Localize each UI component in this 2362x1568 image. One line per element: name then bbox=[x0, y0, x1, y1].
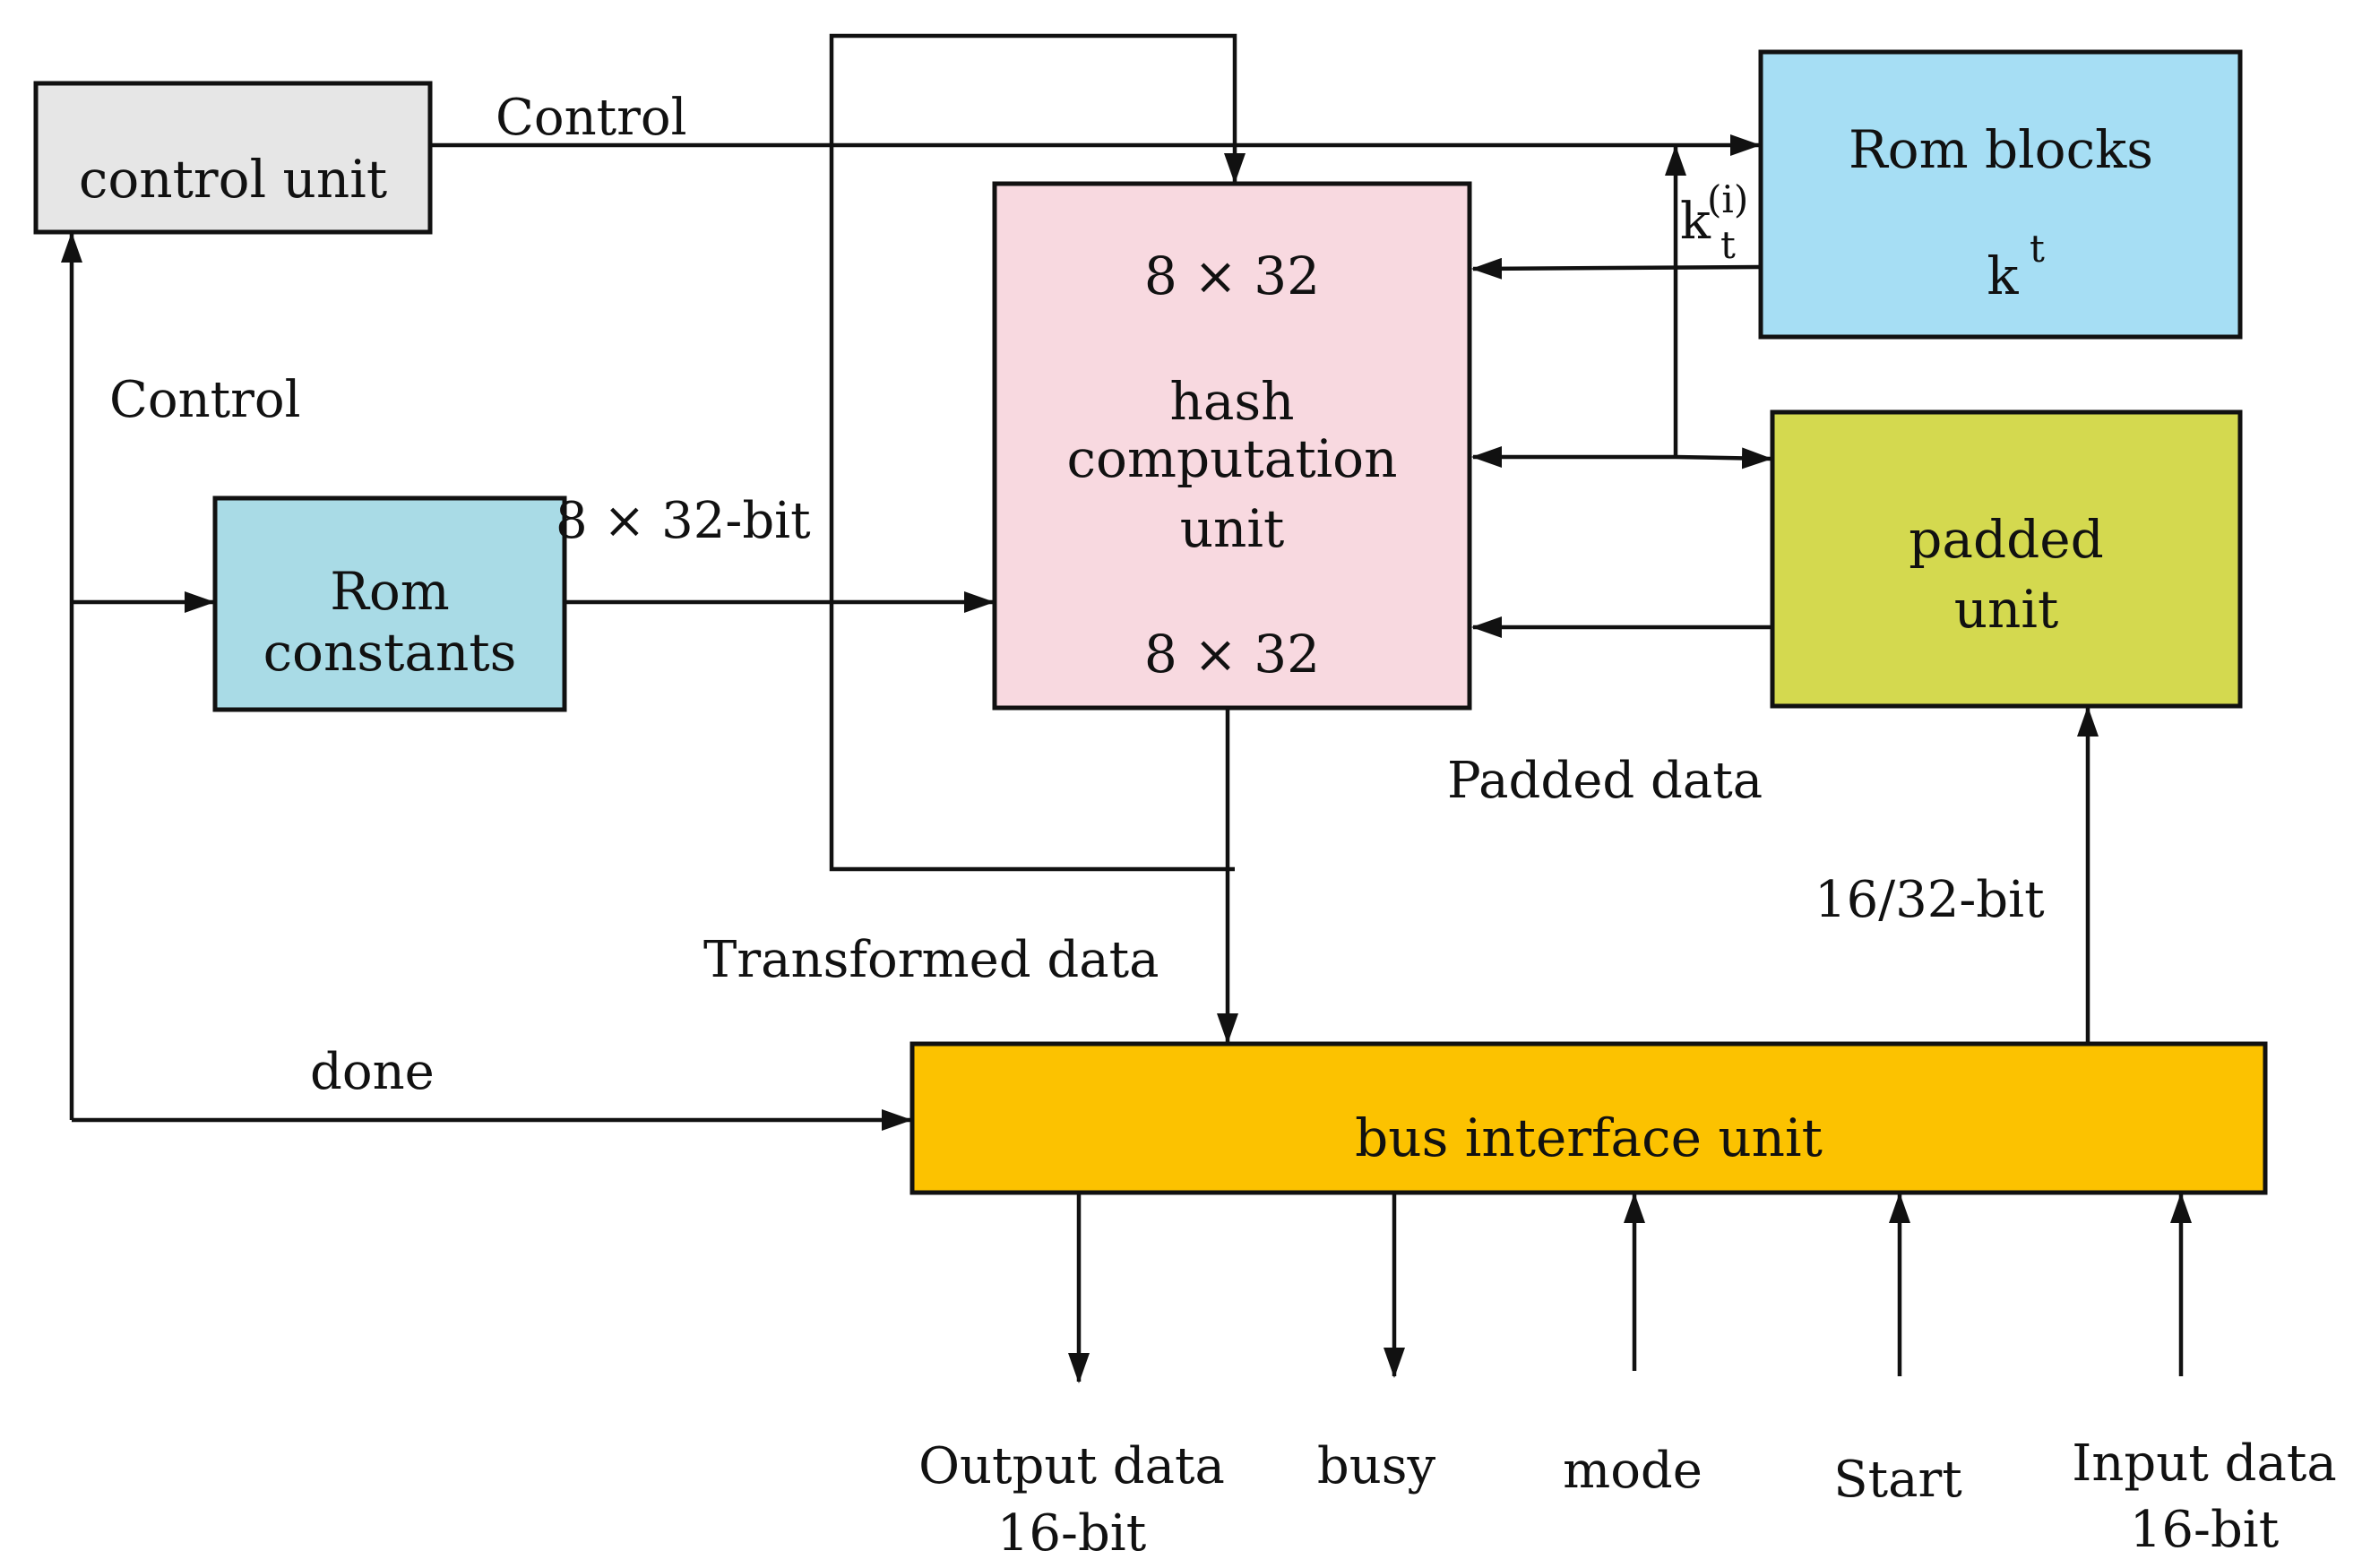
rom-constants-label-line2: constants bbox=[263, 622, 517, 683]
bus-interface-unit-box bbox=[909, 1041, 2268, 1195]
rom-constants-box bbox=[212, 495, 567, 712]
control-unit-block: control unit bbox=[33, 81, 433, 235]
k-signal-superscript: (i) bbox=[1707, 177, 1748, 221]
hash-unit-top-width: 8 × 32 bbox=[1144, 246, 1320, 306]
padded-unit-box bbox=[1770, 409, 2243, 709]
k-signal-label: k bbox=[1680, 193, 1711, 251]
padded-unit-block: padded unit bbox=[1770, 409, 2243, 709]
padded-data-label: Padded data bbox=[1447, 752, 1763, 810]
padded-unit-label-line2: unit bbox=[1954, 579, 2059, 640]
output-data-port-label: Output data bbox=[918, 1437, 1225, 1495]
transformed-data-label: Transformed data bbox=[703, 931, 1159, 989]
input-data-port-label: Input data bbox=[2072, 1434, 2337, 1493]
hash-unit-label-line3: unit bbox=[1180, 498, 1285, 559]
done-label: done bbox=[310, 1043, 435, 1101]
output-data-port-width: 16-bit bbox=[997, 1504, 1147, 1563]
hash-feedback-loop-wire bbox=[829, 33, 1246, 872]
hash-unit-bottom-width: 8 × 32 bbox=[1144, 624, 1320, 685]
rom-blocks-to-hash-arrow bbox=[1471, 257, 1762, 280]
width-8x32-bit-label: 8 × 32-bit bbox=[556, 492, 811, 550]
input-data-port-width: 16-bit bbox=[2130, 1501, 2280, 1559]
padded-unit-label-line1: padded bbox=[1909, 509, 2103, 570]
hash-unit-label-line1: hash bbox=[1169, 371, 1294, 432]
rom-constants-block: Rom constants bbox=[212, 495, 567, 712]
mode-port-label: mode bbox=[1563, 1442, 1703, 1500]
control-left-label: Control bbox=[109, 371, 301, 429]
bus-interface-unit-block: bus interface unit bbox=[909, 1041, 2268, 1195]
rom-blocks-label: Rom blocks bbox=[1849, 119, 2153, 180]
control-unit-box bbox=[33, 81, 433, 235]
start-port-label: Start bbox=[1833, 1451, 1962, 1509]
hash-computation-unit-box bbox=[992, 181, 1472, 711]
bus-interface-unit-label: bus interface unit bbox=[1355, 1107, 1823, 1168]
rom-blocks-k-symbol: k bbox=[1987, 246, 2019, 306]
rom-blocks-box bbox=[1758, 49, 2243, 340]
rom-blocks-k-superscript: t bbox=[2030, 227, 2045, 271]
hash-padded-bidirectional-arrow-right bbox=[1675, 447, 1772, 470]
busy-port-label: busy bbox=[1317, 1437, 1436, 1495]
rom-blocks-block: Rom blocks k t bbox=[1758, 49, 2243, 340]
control-top-label: Control bbox=[496, 89, 687, 147]
hash-computation-unit-block: 8 × 32 hash computation unit 8 × 32 bbox=[992, 181, 1472, 711]
k-signal-subscript: t bbox=[1720, 223, 1736, 267]
rom-constants-label-line1: Rom bbox=[330, 561, 450, 622]
control-unit-label: control unit bbox=[79, 149, 387, 210]
width-16-32-bit-label: 16/32-bit bbox=[1815, 871, 2045, 929]
hash-unit-label-line2: computation bbox=[1067, 428, 1398, 489]
